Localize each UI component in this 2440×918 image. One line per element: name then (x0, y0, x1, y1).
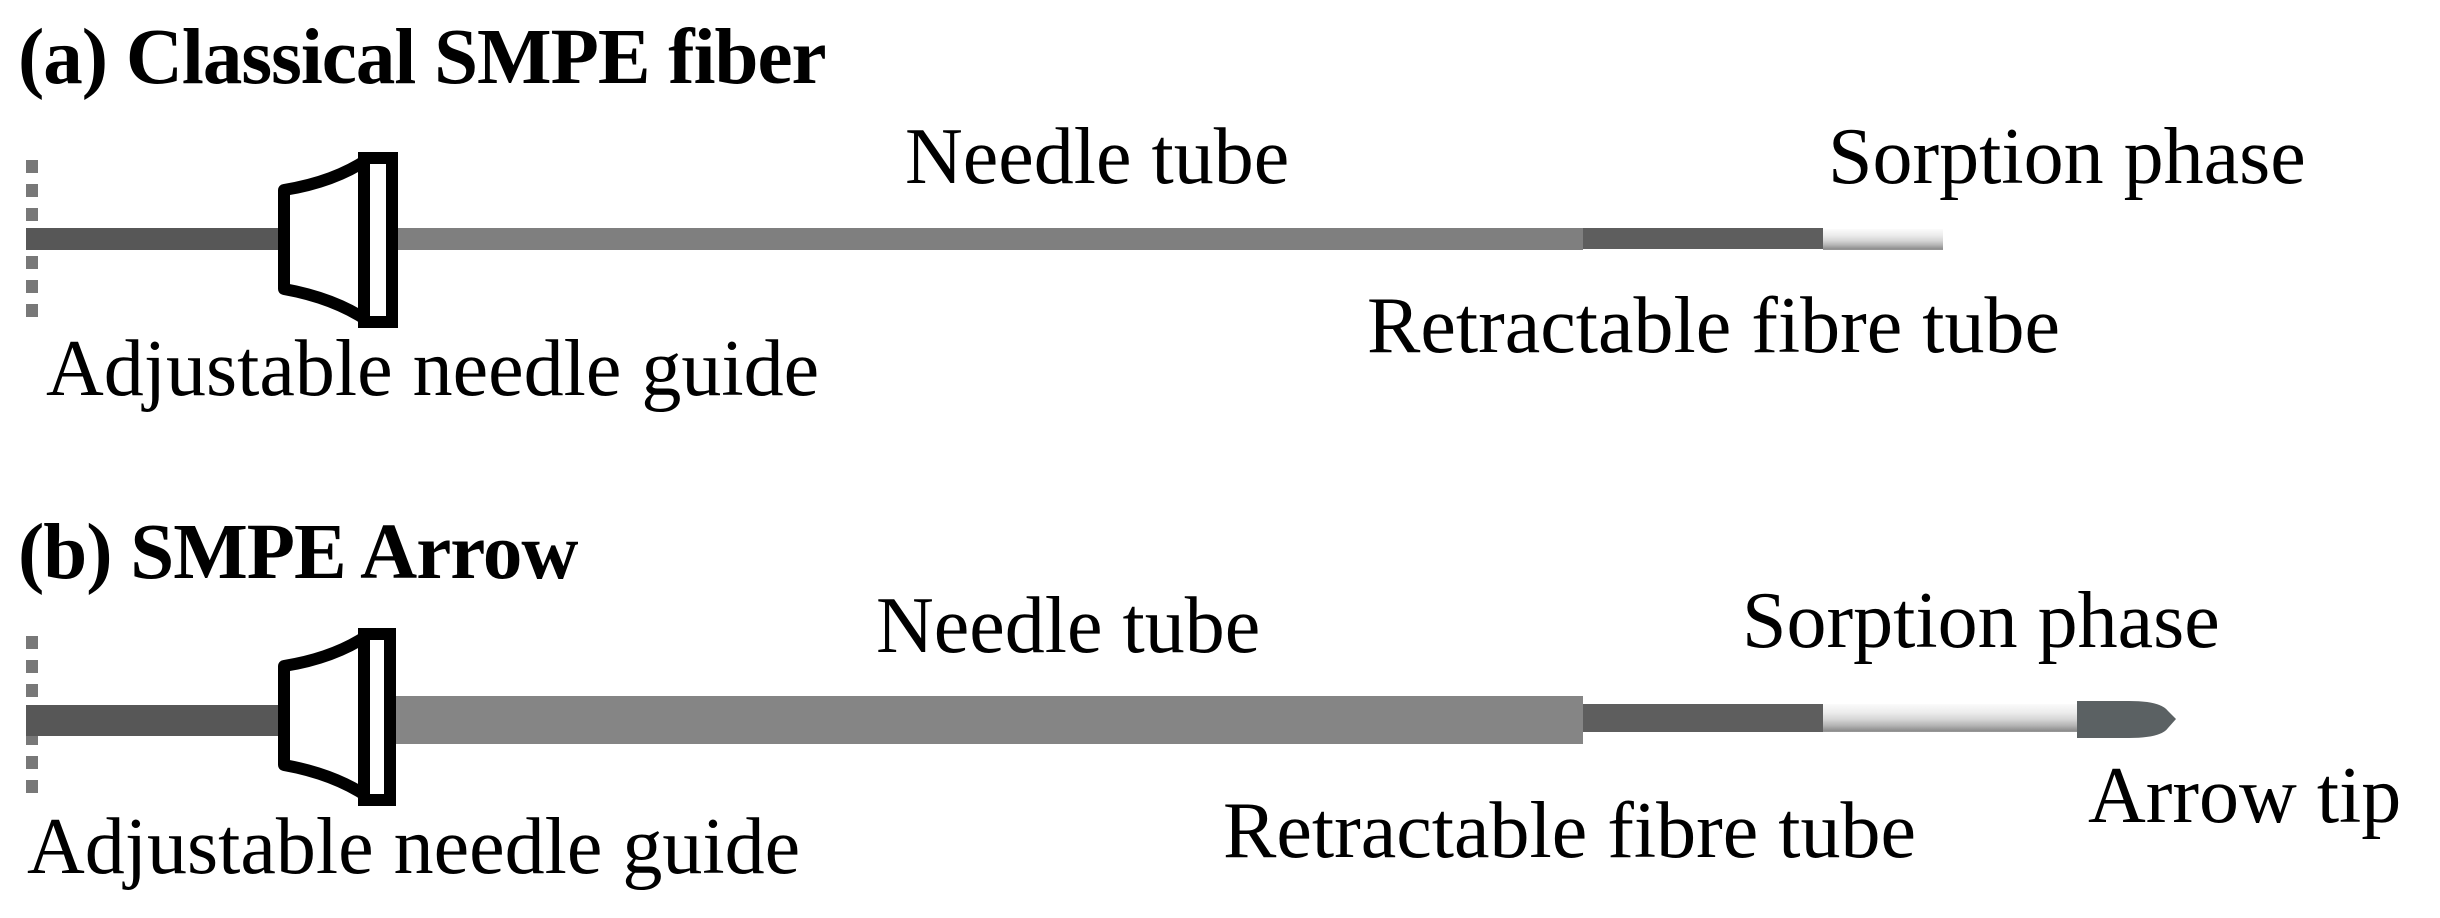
panel-b-title: (b) SMPE Arrow (18, 509, 578, 596)
arrow-tip-label: Arrow tip (2088, 752, 2402, 840)
needle-tube-bar (393, 228, 1583, 250)
retractable-fibre-tube-bar (1583, 228, 1823, 249)
adjustable-needle-guide-label: Adjustable needle guide (27, 803, 801, 891)
sorption-phase-bar (1823, 704, 2077, 732)
panel-a-title: (a) Classical SMPE fiber (18, 14, 827, 101)
arrow-tip-icon (2077, 701, 2176, 738)
sorption-phase-label: Sorption phase (1742, 577, 2220, 665)
needle-tube-bar (388, 696, 1583, 744)
sorption-phase-label: Sorption phase (1828, 113, 2306, 201)
inner-needle-segment (26, 705, 284, 736)
adjustable-needle-guide-icon (278, 152, 398, 328)
inner-needle-segment (26, 228, 283, 250)
needle-tube-label: Needle tube (905, 113, 1290, 201)
adjustable-needle-guide-label: Adjustable needle guide (46, 325, 820, 413)
retractable-fibre-tube-bar (1583, 704, 1823, 732)
adjustable-needle-guide-icon (278, 628, 396, 806)
sorption-phase-bar (1823, 229, 1943, 250)
retractable-fibre-tube-label: Retractable fibre tube (1367, 282, 2060, 370)
needle-tube-label: Needle tube (876, 582, 1261, 670)
retractable-fibre-tube-label: Retractable fibre tube (1223, 787, 1916, 875)
